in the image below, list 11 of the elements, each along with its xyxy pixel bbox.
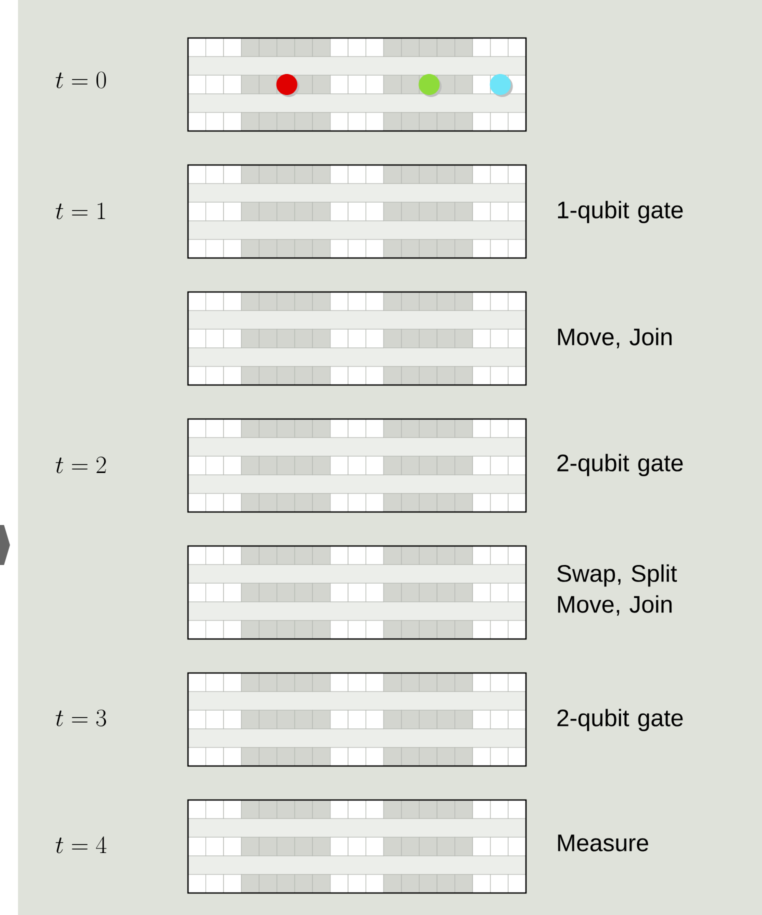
time-step-label: $t = 1$	[56, 202, 106, 220]
operation-label: 2-qubit gate	[557, 454, 683, 476]
operation-label: 1-qubit gate	[558, 200, 683, 224]
operation-label: Measure	[558, 834, 648, 852]
time-step-label: $t = 4$	[56, 836, 106, 854]
time-step-label: $t = 2$	[56, 456, 106, 474]
operation-label: Move, Join	[558, 328, 672, 348]
operation-label: Swap, Split Move, Join	[557, 564, 677, 616]
operation-label: 2-qubit gate	[557, 708, 683, 732]
time-step-label: $t = 0$	[56, 72, 106, 88]
time-step-label: $t = 3$	[56, 710, 106, 726]
